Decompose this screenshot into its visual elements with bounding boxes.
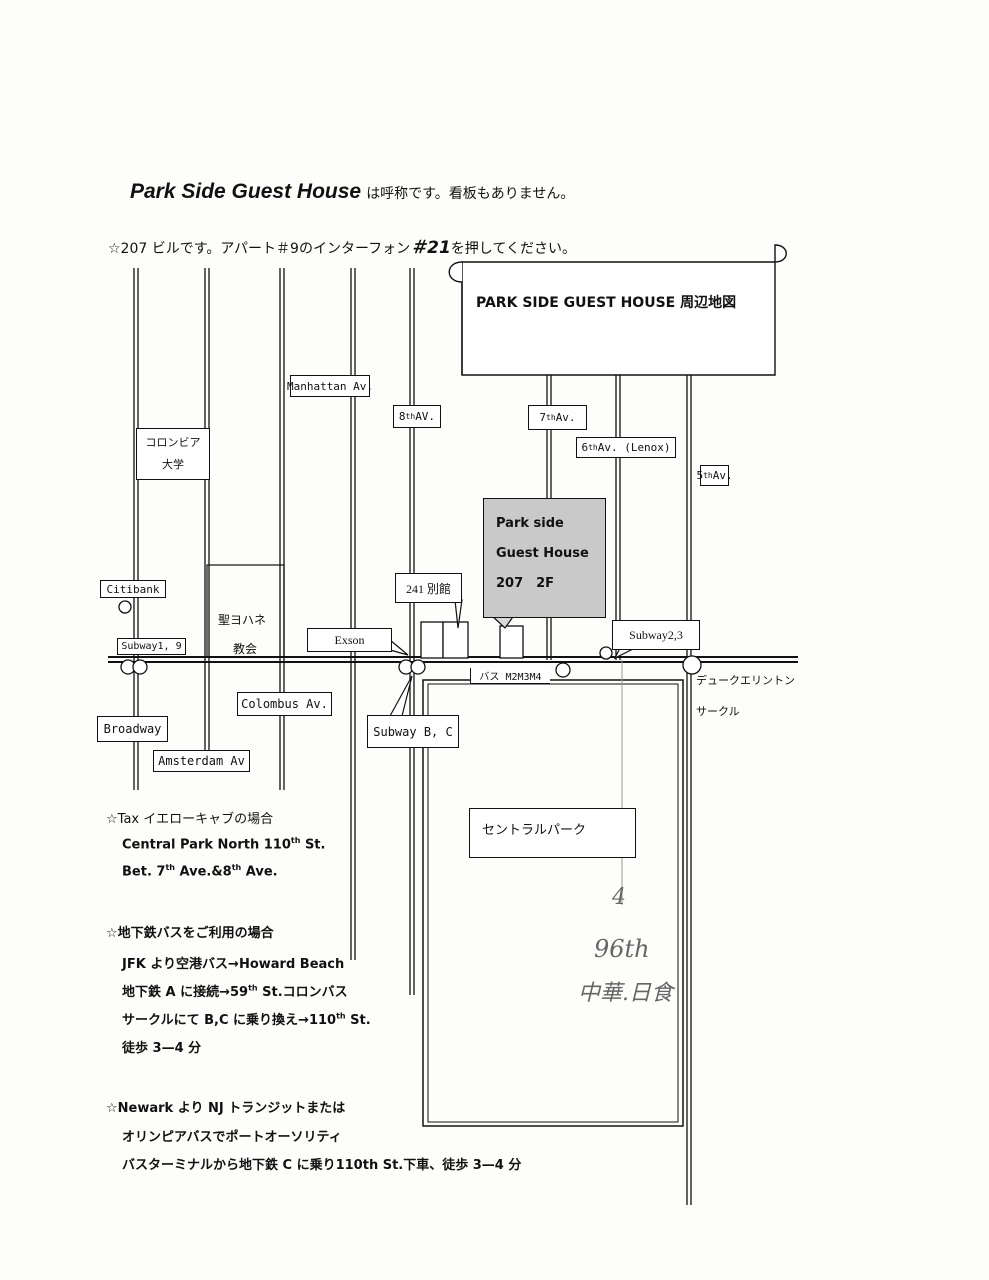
subway-line1: JFK より空港バス→Howard Beach: [122, 957, 345, 972]
label-st-john-church: 聖ヨハネ: [218, 613, 267, 627]
label-manhattan-av: Manhattan Av.: [287, 375, 373, 397]
callout-pointers: [388, 599, 636, 717]
label-subway-b-c: Subway B, C: [367, 715, 459, 748]
taxi-heading: ☆Tax イエローキャブの場合: [106, 812, 274, 827]
columbia-block: [206, 564, 285, 658]
newark-line1: オリンピアバスでポートオーソリティ: [122, 1130, 342, 1145]
amsterdam-line: [204, 268, 210, 770]
label-subway-2-3: Subway2,3: [612, 620, 700, 650]
instruction-suffix: を押してください。: [450, 241, 576, 257]
banner-scroll: [448, 244, 787, 376]
manhattan-line: [350, 268, 356, 960]
label-exxon: Exson: [307, 628, 392, 652]
label-duke-ellington: デュークエリントン: [696, 674, 795, 687]
label-citibank: Citibank: [100, 580, 166, 598]
document-title: Park Side Guest House は呼称です。看板もありません。: [130, 180, 574, 204]
central-park-inner: [427, 683, 679, 1123]
subway-line2: 地下鉄 A に接続→59th St.コロンバス: [122, 983, 348, 1000]
taxi-line2: Bet. 7th Ave.&8th Ave.: [122, 863, 278, 880]
handwritten-note: 96th: [594, 935, 650, 963]
title-japanese: は呼称です。看板もありません。: [366, 186, 575, 202]
subway-heading: ☆地下鉄バスをご利用の場合: [106, 926, 274, 941]
station-circles: [118, 600, 702, 678]
intercom-instruction: ☆207 ビルです。アパート＃9のインターフォン＃21を押してください。: [108, 233, 576, 258]
central-park-outer: [422, 679, 684, 1127]
instruction-prefix: ☆207 ビルです。アパート＃9のインターフォン: [108, 241, 411, 257]
newark-heading: ☆Newark より NJ トランジットまたは: [106, 1101, 346, 1116]
label-columbia-university: コロンビア大学: [136, 428, 210, 480]
label-central-park: セントラルパーク: [469, 808, 636, 858]
subway-line4: 徒歩 3—4 分: [122, 1041, 202, 1056]
label-subway-1-9: Subway1, 9: [117, 638, 186, 655]
label-broadway: Broadway: [97, 716, 168, 742]
fifth-line: [686, 350, 692, 1205]
title-english: Park Side Guest House: [130, 180, 362, 203]
map-title: PARK SIDE GUEST HOUSE 周辺地図: [476, 295, 737, 311]
taxi-line1: Central Park North 110th St.: [122, 836, 326, 853]
label-amsterdam-av: Amsterdam Av: [153, 750, 250, 772]
label-annex-241: 241 別館: [395, 573, 462, 603]
label-church: 教会: [233, 642, 258, 656]
sixth-line: [615, 350, 621, 660]
building-blocks: [420, 621, 524, 659]
intercom-number: ＃21: [410, 238, 451, 258]
subway-line3: サークルにて B,C に乗り換え→110th St.: [122, 1011, 371, 1028]
newark-line2: バスターミナルから地下鉄 C に乗り110th St.下車、徒歩 3—4 分: [122, 1158, 522, 1173]
label-columbus-av: Colombus Av.: [237, 692, 332, 716]
label-bus-m2m3m4: バス M2M3M4: [470, 668, 550, 684]
handwritten-note: 4: [612, 885, 626, 910]
broadway-line: [133, 268, 139, 790]
handwritten-note: 中華.日食: [578, 981, 673, 1006]
eighth-line: [409, 268, 415, 995]
label-circle: サークル: [696, 705, 740, 718]
